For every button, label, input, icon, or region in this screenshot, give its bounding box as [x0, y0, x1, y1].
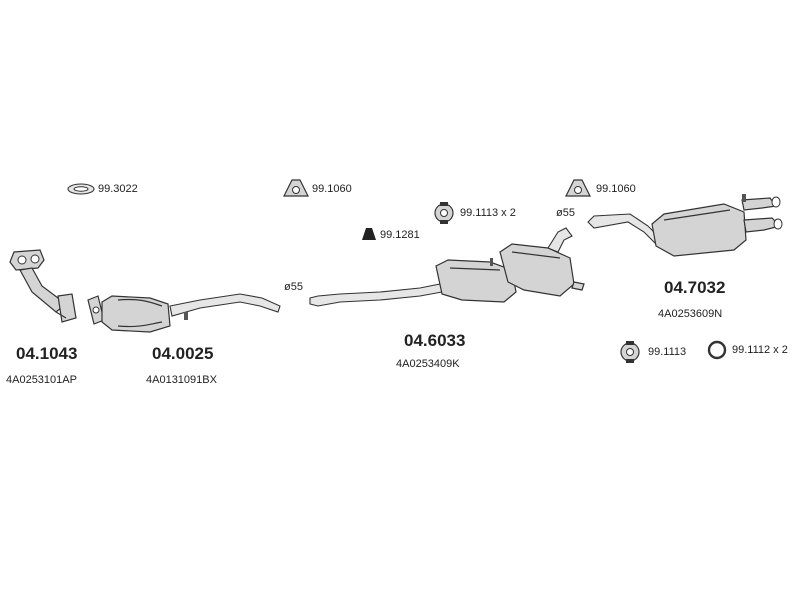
ring-single-label: 99.1113 [648, 346, 687, 358]
diameter-right-label: ø55 [556, 207, 575, 219]
front-pipe-oem: 4A0253101AP [6, 374, 77, 386]
clamp-ring-label: 99.1112 x 2 [732, 344, 788, 356]
rubber-hanger-icon-left [283, 179, 309, 197]
mount-block-label: 99.1281 [380, 229, 420, 241]
clamp-ring-icon [707, 340, 727, 360]
rubber-ring-icon-single [620, 341, 640, 363]
diameter-left-label: ø55 [284, 281, 303, 293]
rubber-ring-icon [434, 202, 454, 224]
hanger-right-label: 99.1060 [596, 183, 636, 195]
hanger-left-label: 99.1060 [312, 183, 352, 195]
rear-silencer-drawing [587, 194, 783, 257]
rear-silencer-number: 04.7032 [664, 278, 726, 297]
gasket-icon [67, 183, 95, 195]
middle-silencer-number: 04.6033 [404, 331, 466, 350]
gasket-label: 99.3022 [98, 183, 138, 195]
catalyst-number: 04.0025 [152, 344, 214, 363]
mount-block-icon [362, 228, 376, 240]
rear-silencer-oem: 4A0253609N [658, 308, 723, 320]
middle-silencer-oem: 4A0253409K [396, 358, 460, 370]
front-pipe-drawing [9, 249, 77, 323]
catalytic-converter-drawing [87, 293, 281, 333]
catalyst-oem: 4A0131091BX [146, 374, 217, 386]
ring-x2-label: 99.1113 x 2 [460, 207, 516, 219]
front-pipe-number: 04.1043 [16, 344, 78, 363]
middle-silencer-drawing [309, 227, 585, 307]
rubber-hanger-icon-right [565, 179, 591, 197]
